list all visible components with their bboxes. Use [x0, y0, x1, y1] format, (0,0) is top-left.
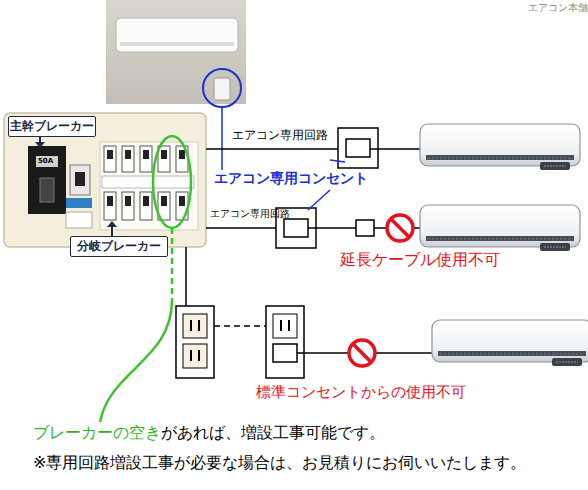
- distribution-panel: [4, 113, 206, 247]
- standard-outlet: [176, 306, 214, 378]
- note-line: ブレーカーの空きがあれば、増設工事可能です。: [33, 423, 385, 442]
- branch-breaker: [104, 146, 116, 172]
- leader-line: [330, 160, 345, 162]
- socket-slot: [190, 350, 192, 361]
- socket-slot: [190, 320, 192, 331]
- warning-text: 標準コンセントからの使用不可: [256, 383, 466, 401]
- branch-breakers: [102, 146, 194, 220]
- prohibition-sign: [387, 215, 413, 241]
- breaker-lever: [125, 196, 131, 206]
- label-box: 分岐ブレーカー: [70, 236, 168, 257]
- breaker-lever: [143, 150, 149, 159]
- highlight-ellipse: [153, 136, 191, 228]
- socket-slot: [288, 320, 290, 331]
- note-text: があれば、増設工事可能です。: [161, 423, 385, 442]
- breaker-lever: [125, 150, 131, 159]
- indoor-unit-vent: [120, 42, 234, 46]
- rating-plate: [36, 156, 58, 167]
- breaker-lever: [75, 172, 85, 186]
- wire-dashed: [214, 325, 266, 327]
- breaker-lever: [107, 196, 113, 206]
- branch-breaker: [122, 192, 134, 220]
- outlet-plug: [273, 344, 297, 362]
- air-conditioner: [420, 124, 580, 170]
- outlet-plug: [284, 219, 308, 237]
- leakage-breaker: [70, 165, 90, 195]
- watermark: エアコン本舗: [528, 2, 588, 14]
- label-box: 主幹ブレーカー: [8, 116, 96, 137]
- wire: [308, 227, 356, 229]
- panel-label: [66, 212, 92, 228]
- standard-outlet: [266, 306, 304, 378]
- leader-line: [221, 107, 223, 170]
- main-breaker: [28, 146, 66, 214]
- panel-label: [66, 198, 92, 208]
- outlet-callout: エアコン専用コンセント: [214, 170, 368, 187]
- leader-line: [308, 190, 330, 210]
- breaker-lever: [161, 150, 167, 159]
- socket: [183, 344, 207, 368]
- box-text: 主幹ブレーカー: [10, 118, 94, 135]
- wire: [185, 247, 187, 306]
- rating-text: 50A: [38, 157, 53, 165]
- box-text: 分岐ブレーカー: [77, 238, 161, 255]
- wire: [370, 148, 420, 150]
- wire: [206, 227, 276, 229]
- green-leader: [171, 228, 174, 300]
- air-conditioner: [432, 320, 588, 366]
- highlight-circle: [203, 69, 241, 107]
- branch-breaker: [158, 146, 170, 172]
- arrow-head: [107, 221, 117, 227]
- circuit-label: エアコン専用回路: [232, 128, 328, 142]
- note-text: ※専用回路増設工事が必要な場合は、お見積りにお伺いいたします。: [33, 453, 526, 472]
- breaker-lever: [179, 196, 185, 206]
- remote-holder: [214, 78, 230, 100]
- outlet-plug: [346, 139, 370, 157]
- indoor-unit: [116, 18, 238, 52]
- warning-text: 延長ケーブル使用不可: [340, 250, 500, 269]
- circuit-label-strip: [102, 176, 194, 188]
- circuit-label: エアコン専用回路: [210, 208, 290, 220]
- note-highlight: ブレーカーの空き: [33, 423, 161, 442]
- branch-breaker: [122, 146, 134, 172]
- green-leader: [100, 300, 172, 422]
- breaker-lever: [179, 150, 185, 159]
- arrow-head: [35, 142, 45, 148]
- wall-photo: [106, 0, 246, 104]
- branch-breaker: [140, 192, 152, 220]
- air-conditioner: [420, 205, 580, 251]
- extension-cable: [356, 220, 374, 236]
- branch-breaker: [140, 146, 152, 172]
- breaker-lever: [107, 150, 113, 159]
- breaker-lever: [161, 196, 167, 206]
- socket: [183, 314, 207, 338]
- breaker-lever: [40, 178, 54, 202]
- socket: [273, 314, 297, 338]
- breaker-lever: [143, 196, 149, 206]
- wire: [206, 148, 338, 150]
- socket-slot: [198, 320, 200, 331]
- socket-slot: [198, 350, 200, 361]
- branch-breaker: [104, 192, 116, 220]
- prohibition-sign: [349, 340, 375, 366]
- socket-slot: [280, 320, 282, 331]
